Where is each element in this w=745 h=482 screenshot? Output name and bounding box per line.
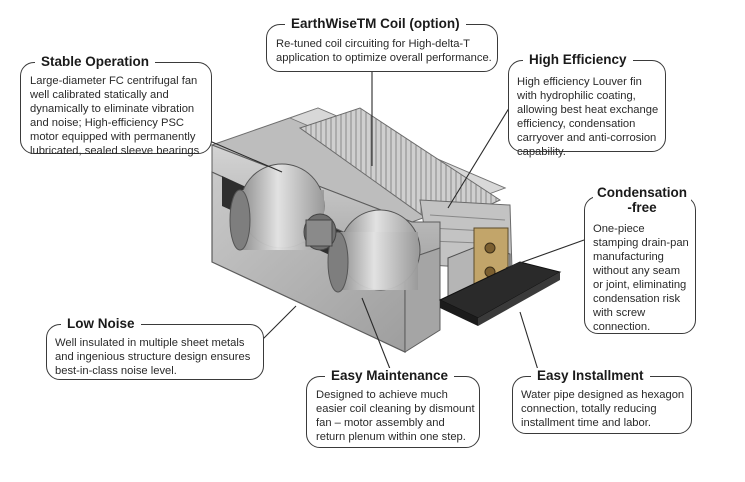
drain-pan — [438, 261, 562, 326]
callout-low-noise-text: Well insulated in multiple sheet metals … — [55, 337, 251, 377]
callout-stable-operation-text: Large-diameter FC centrifugal fan well c… — [30, 75, 200, 157]
callout-low-noise: Low Noise Well insulated in multiple she… — [46, 316, 264, 380]
blower-fans — [229, 163, 421, 293]
callout-high-efficiency-title: High Efficiency — [523, 52, 633, 67]
callout-easy-maintenance-title: Easy Maintenance — [325, 368, 455, 383]
callout-easy-maintenance: Easy Maintenance Designed to achieve muc… — [306, 368, 480, 448]
callout-condensation-free-title-line2: -free — [627, 200, 657, 215]
callout-earthwise-coil-text: Re-tuned coil circuiting for High-delta-… — [276, 38, 492, 64]
callout-condensation-free-title: Condensation -free — [593, 185, 691, 215]
coil-fins — [298, 107, 513, 271]
callout-earthwise-coil: EarthWiseTM Coil (option) Re-tuned coil … — [266, 16, 498, 72]
callout-easy-installment: Easy Installment Water pipe designed as … — [512, 368, 692, 434]
callout-high-efficiency-text: High efficiency Louver fin with hydrophi… — [517, 76, 659, 158]
callout-condensation-free-text: One-piece stamping drain-pan manufacturi… — [593, 223, 689, 333]
callout-stable-operation: Stable Operation Large-diameter FC centr… — [20, 54, 212, 157]
callout-easy-installment-text: Water pipe designed as hexagon connectio… — [521, 389, 685, 429]
callout-earthwise-coil-title: EarthWiseTM Coil (option) — [285, 16, 466, 31]
callout-condensation-free-title-line1: Condensation — [597, 185, 687, 200]
callout-condensation-free: Condensation -free One-piece stamping dr… — [584, 185, 696, 334]
callout-easy-installment-title: Easy Installment — [531, 368, 650, 383]
leader-lines — [197, 70, 585, 375]
callout-high-efficiency: High Efficiency High efficiency Louver f… — [508, 52, 666, 158]
callout-stable-operation-title: Stable Operation — [35, 54, 156, 69]
callout-low-noise-title: Low Noise — [61, 316, 141, 331]
callout-easy-maintenance-text: Designed to achieve much easier coil cle… — [316, 389, 475, 443]
